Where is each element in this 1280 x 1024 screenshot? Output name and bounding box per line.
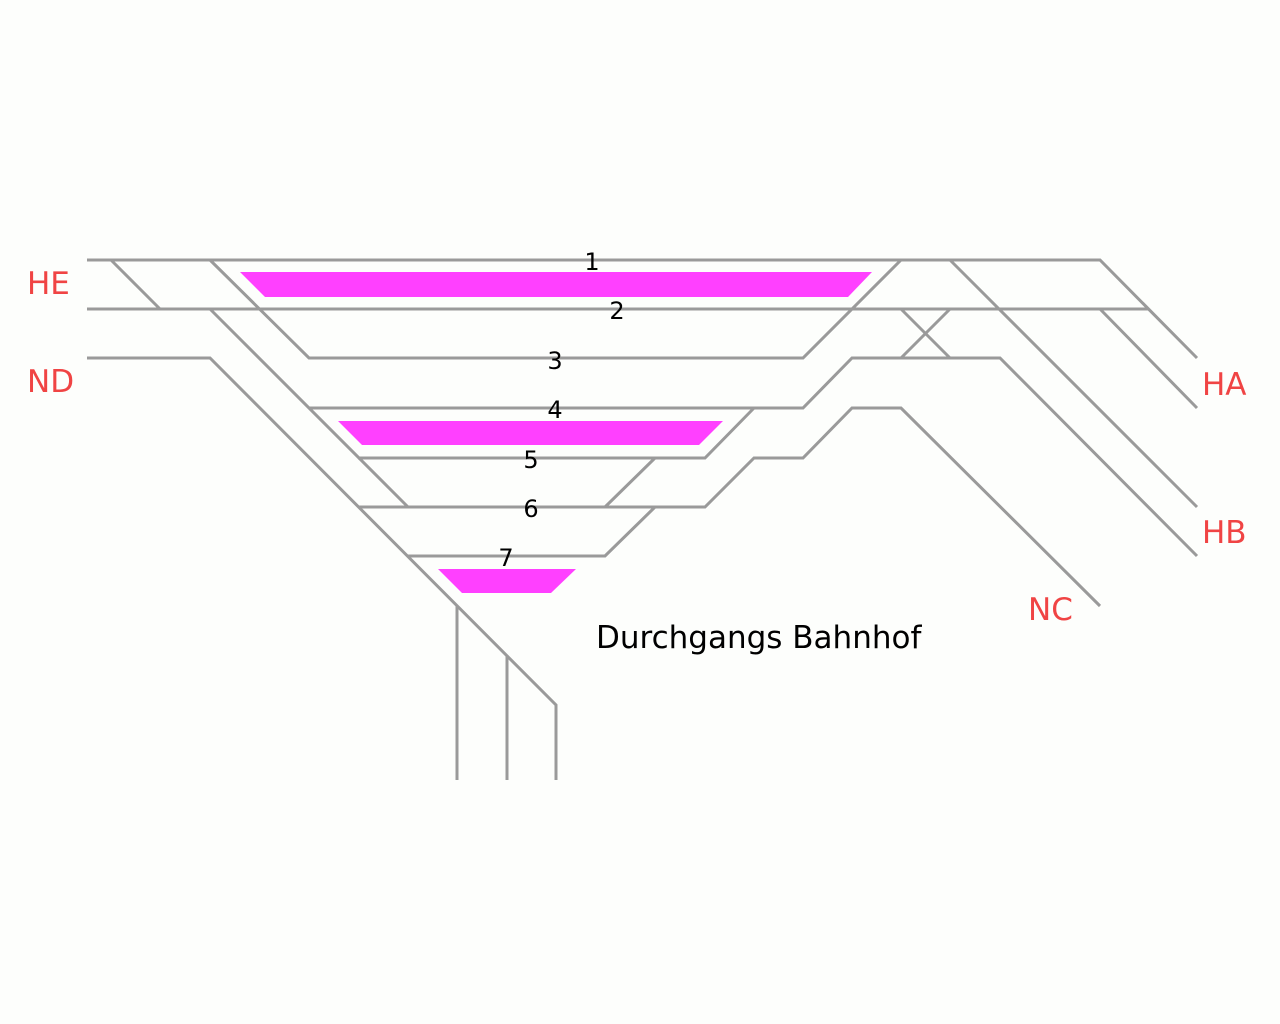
direction-labels: HE ND HA HB NC bbox=[27, 266, 1247, 628]
track-3 bbox=[208, 258, 903, 360]
direction-nd: ND bbox=[27, 364, 74, 400]
track-nd bbox=[87, 356, 558, 780]
direction-hb: HB bbox=[1202, 515, 1247, 551]
track-5 bbox=[358, 406, 756, 460]
track-number-6: 6 bbox=[523, 495, 538, 523]
track-number-1: 1 bbox=[584, 248, 599, 276]
crossover-right-b bbox=[899, 307, 952, 360]
track-numbers: 1 2 3 4 5 6 7 bbox=[498, 248, 624, 572]
platforms bbox=[240, 272, 872, 593]
track-number-7: 7 bbox=[498, 544, 513, 572]
platform-3 bbox=[438, 569, 576, 593]
track-number-2: 2 bbox=[609, 297, 624, 325]
track-number-3: 3 bbox=[547, 347, 562, 375]
track-4 bbox=[309, 356, 1199, 558]
direction-he: HE bbox=[27, 266, 70, 302]
platform-2 bbox=[338, 421, 723, 445]
direction-nc: NC bbox=[1028, 592, 1073, 628]
diagram-title: Durchgangs Bahnhof bbox=[596, 620, 922, 656]
track-7 bbox=[408, 505, 657, 558]
direction-ha: HA bbox=[1202, 367, 1247, 403]
connector-6-5 bbox=[603, 456, 657, 509]
crossover-left bbox=[109, 258, 162, 311]
track-number-4: 4 bbox=[547, 396, 562, 424]
track-hb-1 bbox=[948, 258, 1199, 509]
tracks bbox=[87, 258, 1199, 780]
track-6 bbox=[358, 406, 1102, 608]
platform-1 bbox=[240, 272, 872, 297]
track-ha-2 bbox=[1098, 307, 1199, 410]
track-number-5: 5 bbox=[523, 446, 538, 474]
track-1 bbox=[87, 258, 1199, 360]
